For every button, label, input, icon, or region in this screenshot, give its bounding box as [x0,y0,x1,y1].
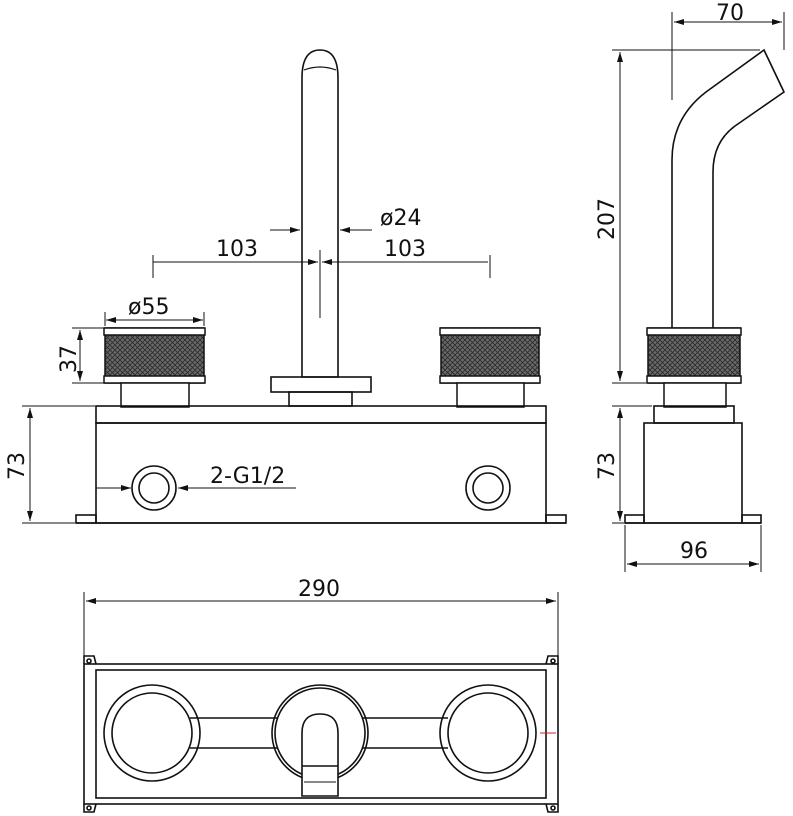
spout-diameter-label: ø24 [380,206,421,231]
right-handle [439,327,541,408]
top-left-handle [103,684,201,782]
top-right-handle [439,684,537,782]
right-inlet [465,465,511,511]
handle-diameter-label: ø55 [128,295,169,320]
top-view: 290 [83,577,559,813]
top-plate [83,655,559,813]
left-handle [103,327,206,408]
side-depth-label: 96 [680,539,708,564]
spout-offset-right-label: 103 [384,237,426,262]
spout-offset-left-label: 103 [216,237,258,262]
side-view: 70 207 73 96 [595,1,786,572]
side-body [624,405,762,524]
left-inlet [131,465,177,511]
top-spout [271,684,369,797]
overall-width-label: 290 [298,577,340,602]
side-projection-label: 70 [716,1,744,26]
side-body-height-label: 73 [595,452,620,480]
front-spout [270,49,372,407]
inlet-thread-label: 2-G1/2 [210,464,285,489]
side-height-label: 207 [595,198,620,240]
side-spout [671,48,786,328]
side-handle [646,327,742,408]
body-height-front-label: 73 [5,452,30,480]
front-dimensions [22,227,491,524]
front-body [75,405,567,524]
side-dimensions [612,12,785,572]
handle-height-label: 37 [57,345,82,373]
top-dimensions [83,592,559,664]
front-view: ø24 103 103 ø55 37 73 2-G1/2 [5,49,567,524]
